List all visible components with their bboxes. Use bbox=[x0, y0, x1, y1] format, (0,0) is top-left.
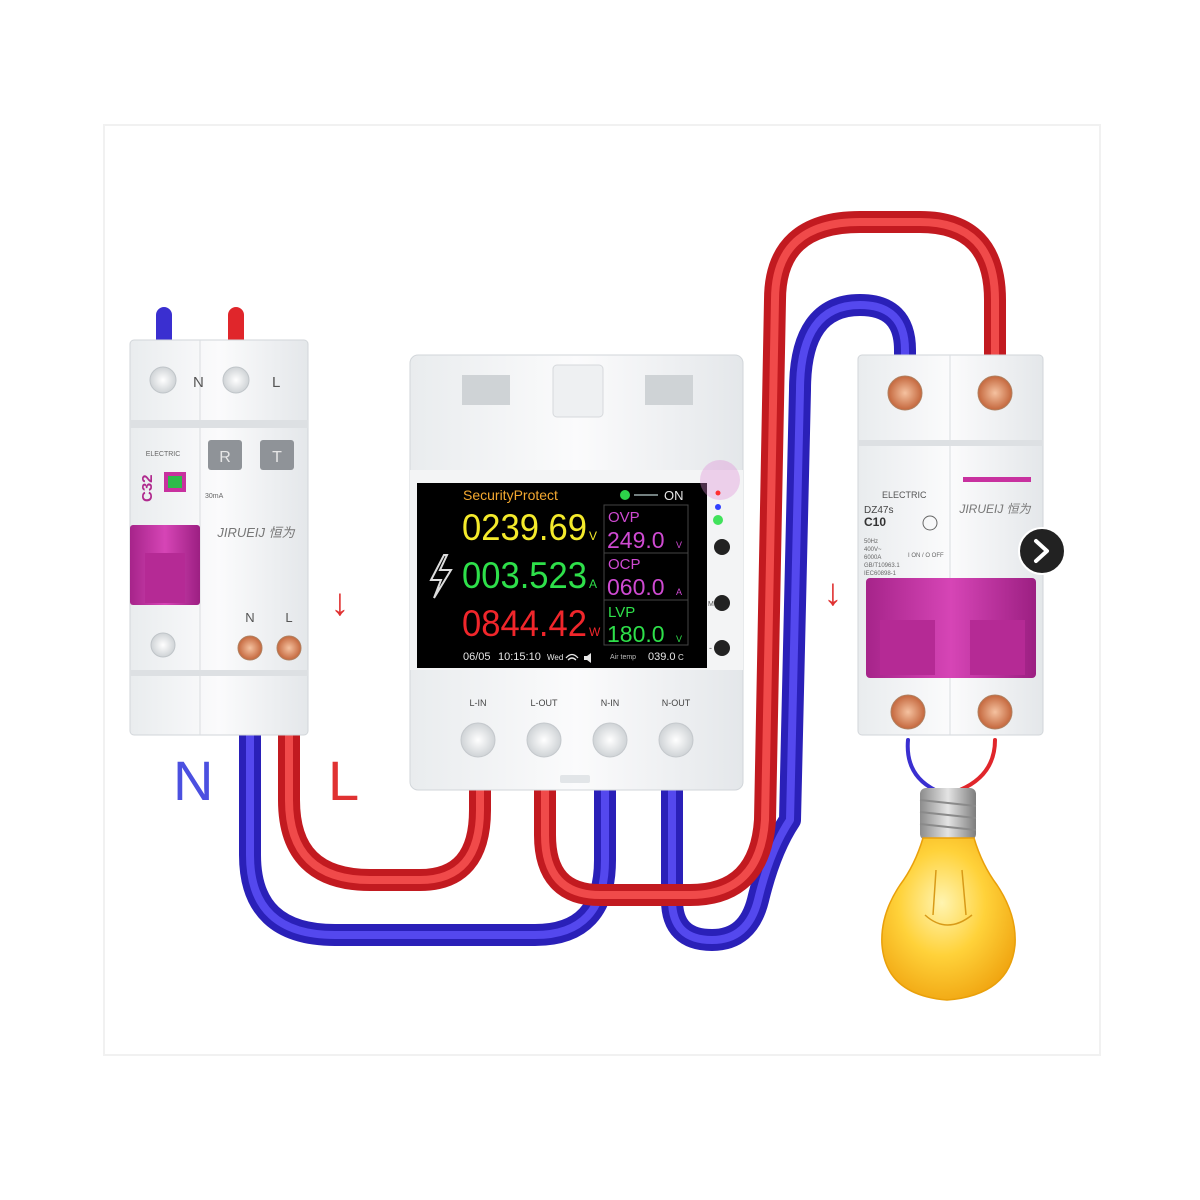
rcbo-ma-text: 30mA bbox=[205, 493, 224, 500]
rcbo-rating: C32 bbox=[139, 474, 156, 502]
breaker-on-off: I ON / O OFF bbox=[908, 553, 944, 559]
arrow-down-left: ↓ bbox=[331, 582, 350, 624]
meter-temp-unit: C bbox=[678, 653, 684, 662]
light-bulb-icon bbox=[881, 788, 1016, 1001]
meter-button-minus-label: - bbox=[709, 643, 712, 653]
breaker-brand-small: ELECTRIC bbox=[882, 490, 927, 500]
terminal-label-l-out: L-OUT bbox=[531, 698, 559, 708]
arrow-down-right: ↓ bbox=[824, 572, 843, 614]
label-l: L bbox=[328, 749, 359, 812]
meter-current-unit: A bbox=[589, 577, 597, 591]
breaker-rating: C10 bbox=[864, 515, 886, 529]
wires bbox=[156, 211, 1006, 951]
terminal-label-n-in: N-IN bbox=[601, 698, 620, 708]
chevron-right-icon bbox=[1034, 539, 1049, 563]
meter-weekday: Wed bbox=[547, 653, 563, 662]
breaker-spec-line-3: 6000A bbox=[864, 555, 881, 561]
breaker-spec-line-4: GB/T10963.1 bbox=[864, 563, 900, 569]
meter-lvp-label: LVP bbox=[608, 604, 635, 621]
rcbo-t-label: T bbox=[272, 449, 282, 466]
bulb-glass bbox=[881, 837, 1016, 1001]
terminal-label-l-in: L-IN bbox=[469, 698, 486, 708]
rcbo-bottom-label-l: L bbox=[285, 610, 292, 625]
breaker-magenta-strip bbox=[963, 477, 1031, 482]
meter-power-unit: W bbox=[589, 625, 601, 639]
meter-date: 06/05 bbox=[463, 651, 491, 663]
led-red-icon bbox=[715, 490, 721, 496]
lightning-icon bbox=[429, 554, 453, 599]
breaker-bottom-terminal-right[interactable] bbox=[977, 694, 1013, 730]
terminal-label-n-out: N-OUT bbox=[662, 698, 691, 708]
wifi-icon bbox=[565, 653, 579, 661]
rcbo-top-screw-l[interactable] bbox=[222, 366, 250, 394]
rcbo-top-label-l: L bbox=[272, 374, 280, 391]
rcbo-device: N L R T ELECTRIC 30mA C32 JIRUEIJ 恒为 N L bbox=[129, 339, 309, 736]
rcbo-t-button[interactable] bbox=[260, 440, 294, 470]
rcbo-top-screw-n[interactable] bbox=[149, 366, 177, 394]
meter-ovp-label: OVP bbox=[608, 509, 640, 526]
breaker-device: ELECTRIC JIRUEIJ 恒为 DZ47s C10 50Hz 400V~… bbox=[857, 354, 1044, 736]
meter-lvp-unit: V bbox=[676, 634, 682, 644]
meter-status: ON bbox=[664, 488, 684, 503]
label-n: N bbox=[173, 749, 213, 812]
meter-voltage: 0239.69 bbox=[462, 507, 587, 548]
rcbo-top-label-n: N bbox=[193, 374, 204, 391]
rcbo-r-button[interactable] bbox=[208, 440, 242, 470]
meter-button-m[interactable] bbox=[714, 595, 730, 611]
led-green-icon bbox=[713, 515, 723, 525]
breaker-model: DZ47s bbox=[864, 505, 893, 516]
breaker-top-terminal-right[interactable] bbox=[977, 375, 1013, 411]
meter-title: SecurityProtect bbox=[463, 487, 558, 503]
meter-status-dot bbox=[620, 490, 630, 500]
meter-ovp-value: 249.0 bbox=[607, 527, 665, 553]
meter-ocp-unit: A bbox=[676, 587, 682, 597]
meter-top-window-right bbox=[645, 375, 693, 405]
rcbo-bottom-terminal-n[interactable] bbox=[237, 635, 263, 661]
meter-device: SecurityProtect ON 0239.69 V 003.523 A 0… bbox=[409, 354, 744, 791]
led-blue-icon bbox=[715, 504, 721, 510]
meter-top-latch bbox=[552, 364, 604, 418]
terminal-l-out[interactable] bbox=[526, 722, 562, 758]
rcbo-brand-small: ELECTRIC bbox=[146, 451, 181, 458]
meter-screen bbox=[417, 483, 707, 668]
wire-thin-blue-bulb bbox=[905, 738, 937, 792]
rcbo-bottom-label-n: N bbox=[245, 610, 254, 625]
next-slide-button[interactable] bbox=[1018, 527, 1066, 575]
terminal-l-in[interactable] bbox=[460, 722, 496, 758]
speaker-icon bbox=[584, 653, 591, 663]
rcbo-bottom-terminal-l[interactable] bbox=[276, 635, 302, 661]
breaker-bottom-terminal-left[interactable] bbox=[890, 694, 926, 730]
meter-power: 0844.42 bbox=[462, 603, 587, 644]
led-glow-icon bbox=[700, 460, 740, 500]
rcbo-brand: JIRUEIJ 恒为 bbox=[216, 525, 295, 540]
wire-thin-red-bulb bbox=[958, 738, 997, 792]
meter-ocp-value: 060.0 bbox=[607, 574, 665, 600]
frame bbox=[103, 124, 1101, 1056]
breaker-top-terminal-left[interactable] bbox=[887, 375, 923, 411]
meter-lvp-value: 180.0 bbox=[607, 621, 665, 647]
meter-button-top[interactable] bbox=[714, 539, 730, 555]
breaker-spec-line-2: 400V~ bbox=[864, 547, 882, 553]
meter-temp-label: Air temp bbox=[610, 654, 636, 661]
breaker-spec-line-5: IEC60898-1 bbox=[864, 571, 897, 577]
breaker-spec-line-1: 50Hz bbox=[864, 539, 878, 545]
cert-mark-icon bbox=[922, 515, 938, 531]
meter-button-minus[interactable] bbox=[714, 640, 730, 656]
bulb-filament bbox=[924, 869, 973, 926]
meter-voltage-unit: V bbox=[589, 529, 597, 543]
meter-current: 003.523 bbox=[462, 555, 587, 596]
terminal-n-in[interactable] bbox=[592, 722, 628, 758]
rcbo-mid-screw[interactable] bbox=[150, 632, 176, 658]
breaker-brand: JIRUEIJ 恒为 bbox=[958, 502, 1031, 516]
meter-ovp-unit: V bbox=[676, 540, 682, 550]
meter-time: 10:15:10 bbox=[498, 651, 541, 663]
meter-button-m-label: M bbox=[708, 601, 714, 608]
meter-top-window-left bbox=[462, 375, 510, 405]
terminal-n-out[interactable] bbox=[658, 722, 694, 758]
rcbo-r-label: R bbox=[219, 449, 231, 466]
meter-ocp-label: OCP bbox=[608, 556, 641, 573]
meter-temp-value: 039.0 bbox=[648, 651, 676, 663]
